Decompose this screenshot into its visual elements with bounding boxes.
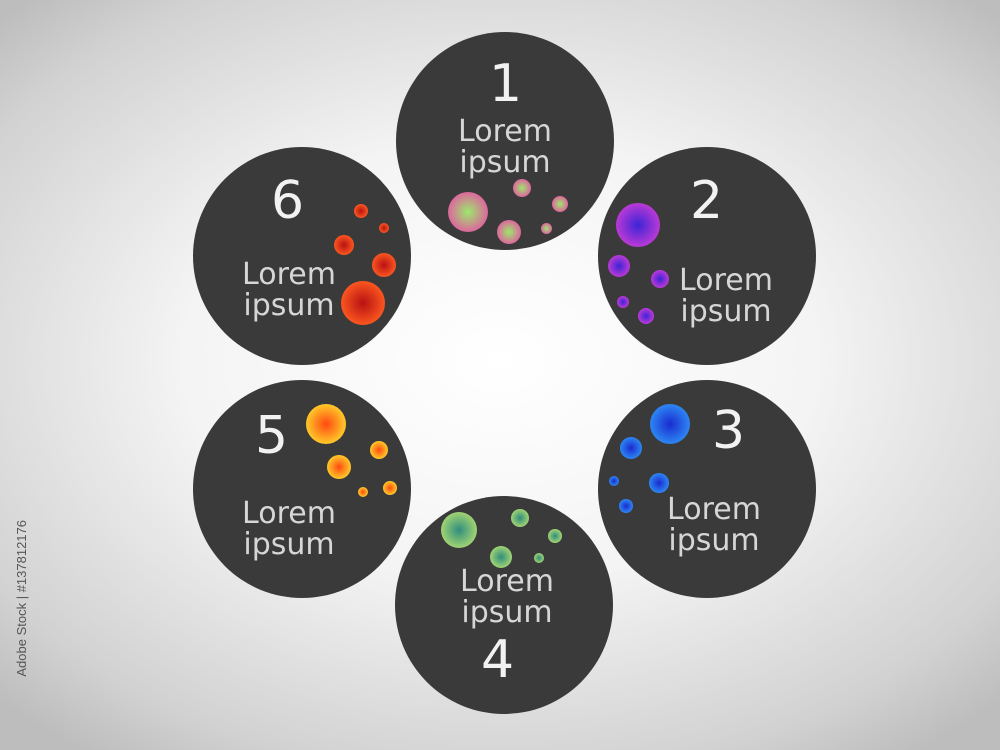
step-2-bubble xyxy=(608,255,630,277)
step-3-label: Lorem ipsum xyxy=(644,494,784,556)
step-5-bubble xyxy=(306,404,346,444)
step-2-number: 2 xyxy=(690,171,724,231)
step-5-label: Lorem ipsum xyxy=(219,498,359,560)
step-1-number: 1 xyxy=(489,54,523,114)
step-4-label: Lorem ipsum xyxy=(437,566,577,628)
stock-watermark: Adobe Stock | #137812176 xyxy=(14,520,29,677)
step-5-label-line2: ipsum xyxy=(243,527,335,562)
step-3-number: 3 xyxy=(712,401,746,461)
step-5-circle: 5 Lorem ipsum xyxy=(193,380,411,598)
step-6-label-line1: Lorem xyxy=(242,257,336,292)
step-1-label-line2: ipsum xyxy=(459,145,551,180)
step-6-number: 6 xyxy=(271,171,305,231)
step-4-circle: 4 Lorem ipsum xyxy=(395,496,613,714)
step-5-label-line1: Lorem xyxy=(242,496,336,531)
step-2-bubble xyxy=(651,270,669,288)
step-4-bubble xyxy=(548,529,562,543)
step-3-label-line1: Lorem xyxy=(667,492,761,527)
step-4-bubble xyxy=(511,509,529,527)
step-4-number: 4 xyxy=(481,630,515,690)
step-4-bubble xyxy=(490,546,512,568)
step-6-circle: 6 Lorem ipsum xyxy=(193,147,411,365)
step-3-bubble xyxy=(609,476,619,486)
step-1-bubble xyxy=(552,196,568,212)
step-3-bubble xyxy=(650,404,690,444)
step-6-bubble xyxy=(354,204,368,218)
step-2-bubble xyxy=(616,203,660,247)
step-6-label: Lorem ipsum xyxy=(219,259,359,321)
step-3-bubble xyxy=(619,499,633,513)
step-5-number: 5 xyxy=(255,406,289,466)
step-3-circle: 3 Lorem ipsum xyxy=(598,380,816,598)
step-1-bubble xyxy=(541,223,552,234)
step-5-bubble xyxy=(370,441,388,459)
step-6-label-line2: ipsum xyxy=(243,288,335,323)
step-5-bubble xyxy=(358,487,368,497)
step-3-bubble xyxy=(620,437,642,459)
step-1-circle: 1 Lorem ipsum xyxy=(396,32,614,250)
step-6-bubble xyxy=(334,235,354,255)
step-6-bubble xyxy=(379,223,389,233)
step-2-label-line1: Lorem xyxy=(679,263,773,298)
step-4-bubble xyxy=(441,512,477,548)
step-2-bubble xyxy=(617,296,629,308)
step-1-label: Lorem ipsum xyxy=(435,116,575,178)
step-2-label: Lorem ipsum xyxy=(656,265,796,327)
step-1-bubble xyxy=(513,179,531,197)
step-6-bubble xyxy=(372,253,396,277)
step-4-bubble xyxy=(534,553,544,563)
step-5-bubble xyxy=(383,481,397,495)
step-3-label-line2: ipsum xyxy=(668,523,760,558)
step-5-bubble xyxy=(327,455,351,479)
step-2-bubble xyxy=(638,308,654,324)
step-6-bubble xyxy=(341,281,385,325)
step-2-label-line2: ipsum xyxy=(680,294,772,329)
step-2-circle: 2 Lorem ipsum xyxy=(598,147,816,365)
step-1-bubble xyxy=(497,220,521,244)
step-3-bubble xyxy=(649,473,669,493)
step-1-label-line1: Lorem xyxy=(458,114,552,149)
step-4-label-line2: ipsum xyxy=(461,595,553,630)
step-1-bubble xyxy=(448,192,488,232)
step-4-label-line1: Lorem xyxy=(460,564,554,599)
